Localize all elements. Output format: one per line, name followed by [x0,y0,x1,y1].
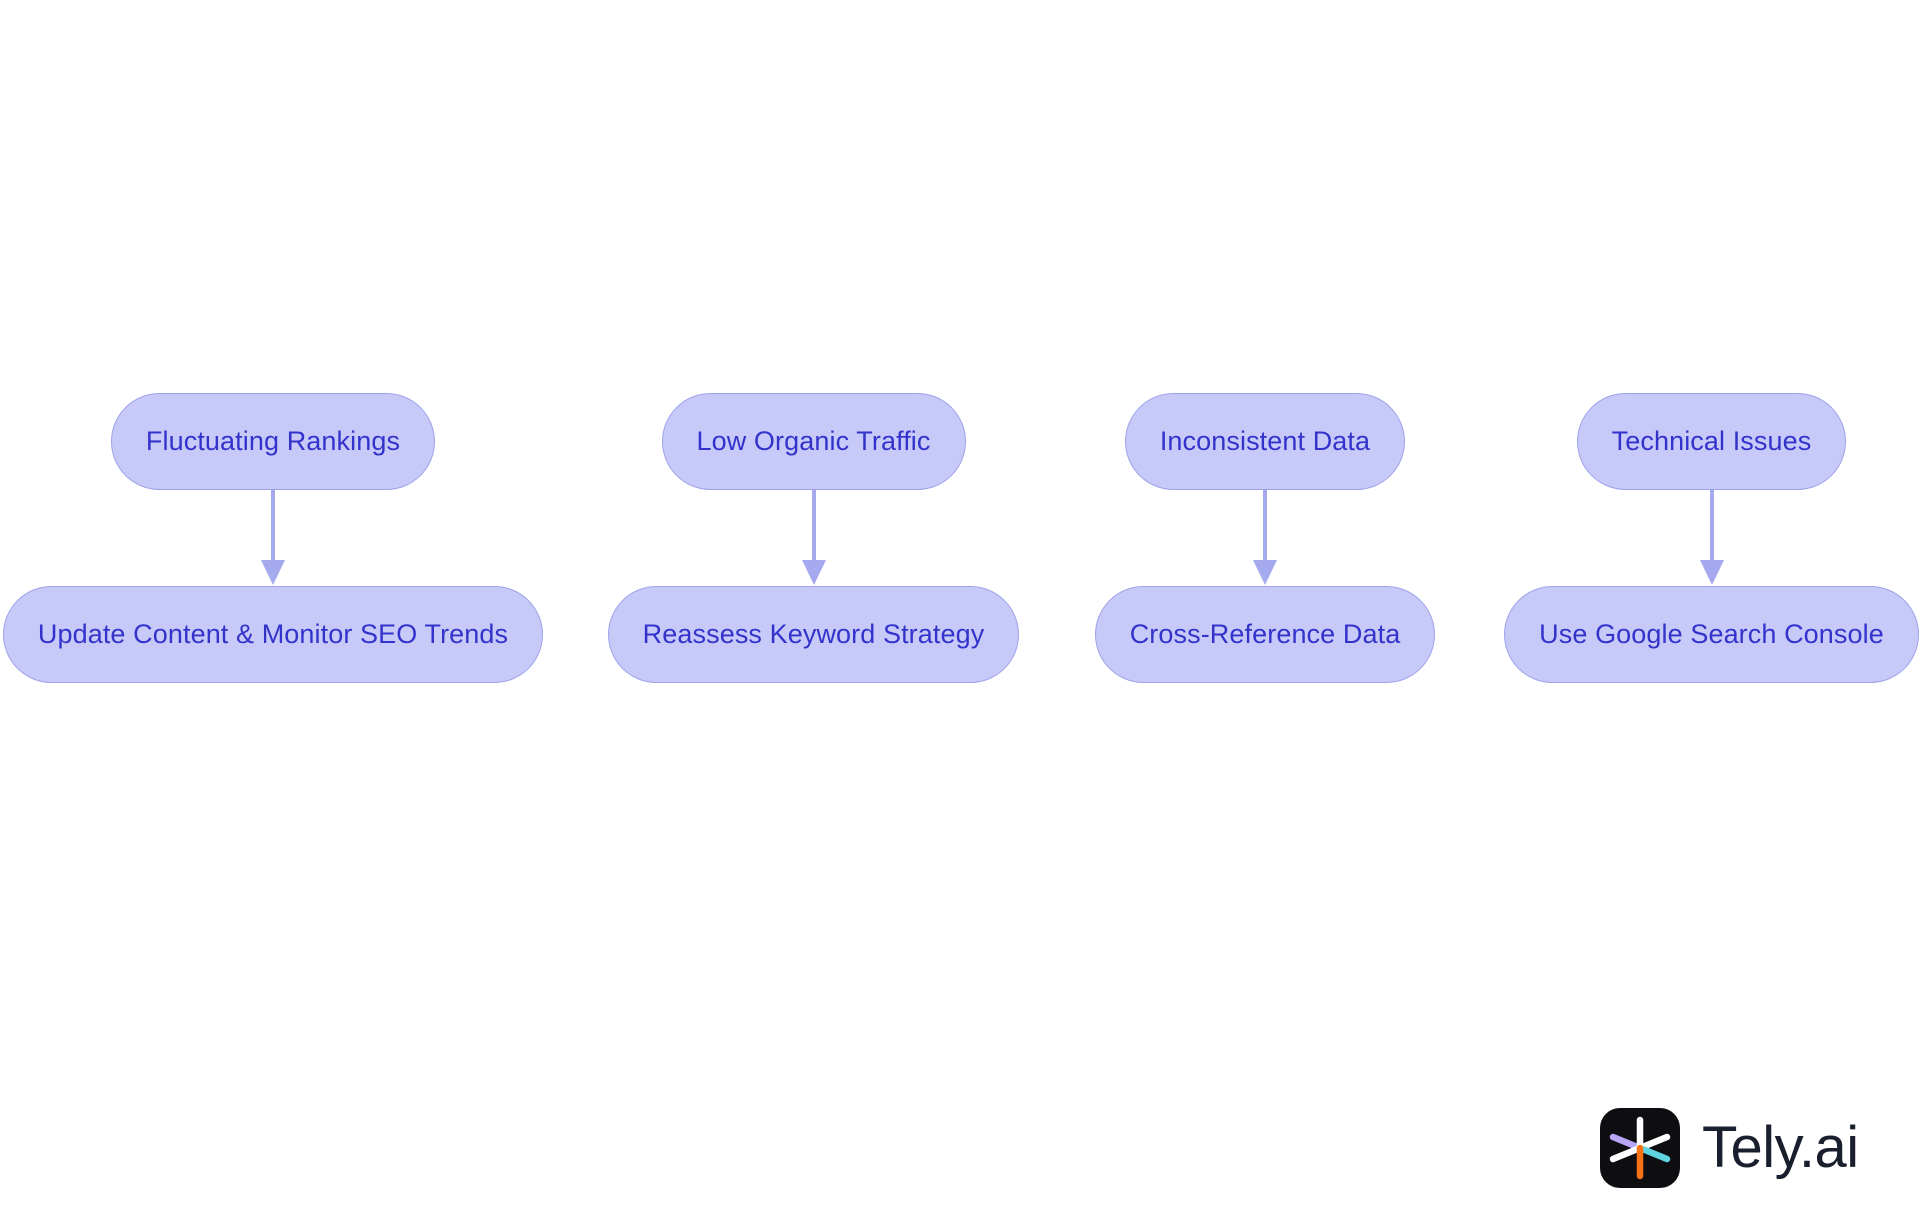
node-solution-1-label: Update Content & Monitor SEO Trends [37,619,509,649]
flow-column-2: Low Organic Traffic Reassess Keyword Str… [607,393,1020,683]
node-solution-4-label: Use Google Search Console [1539,619,1884,649]
node-solution-2-label: Reassess Keyword Strategy [642,619,985,649]
node-problem-1[interactable]: Fluctuating Rankings [110,393,436,490]
connector-stem-2 [811,490,816,562]
node-problem-3[interactable]: Inconsistent Data [1124,393,1406,490]
node-solution-1[interactable]: Update Content & Monitor SEO Trends [2,586,544,683]
connector-arrow-2 [801,490,827,586]
connector-arrow-1 [260,490,286,586]
connector-arrow-4 [1699,490,1725,586]
node-problem-2[interactable]: Low Organic Traffic [661,393,966,490]
node-solution-3[interactable]: Cross-Reference Data [1094,586,1436,683]
brand-wordmark: Tely.ai [1702,1115,1859,1180]
node-problem-3-label: Inconsistent Data [1159,426,1371,456]
node-solution-3-label: Cross-Reference Data [1129,619,1401,649]
node-problem-2-label: Low Organic Traffic [696,426,931,456]
arrow-head-icon-4 [1699,560,1724,585]
arrow-head-icon-2 [801,560,826,585]
tely-asterisk-icon [1600,1108,1680,1188]
flow-column-4: Technical Issues Use Google Search Conso… [1504,393,1919,683]
arrow-head-icon-1 [261,560,285,585]
arrow-head-icon-3 [1253,560,1277,585]
node-solution-2[interactable]: Reassess Keyword Strategy [607,586,1020,683]
node-problem-4[interactable]: Technical Issues [1576,393,1847,490]
node-solution-4[interactable]: Use Google Search Console [1504,586,1919,683]
flow-column-3: Inconsistent Data Cross-Reference Data [1094,393,1436,683]
connector-stem-4 [1709,490,1714,562]
brand-logo: Tely.ai [1600,1108,1859,1188]
connector-arrow-3 [1252,490,1278,586]
flow-column-1: Fluctuating Rankings Update Content & Mo… [2,393,544,683]
node-problem-4-label: Technical Issues [1611,426,1812,456]
node-problem-1-label: Fluctuating Rankings [145,426,401,456]
connector-stem-1 [271,490,275,562]
connector-stem-3 [1263,490,1267,562]
